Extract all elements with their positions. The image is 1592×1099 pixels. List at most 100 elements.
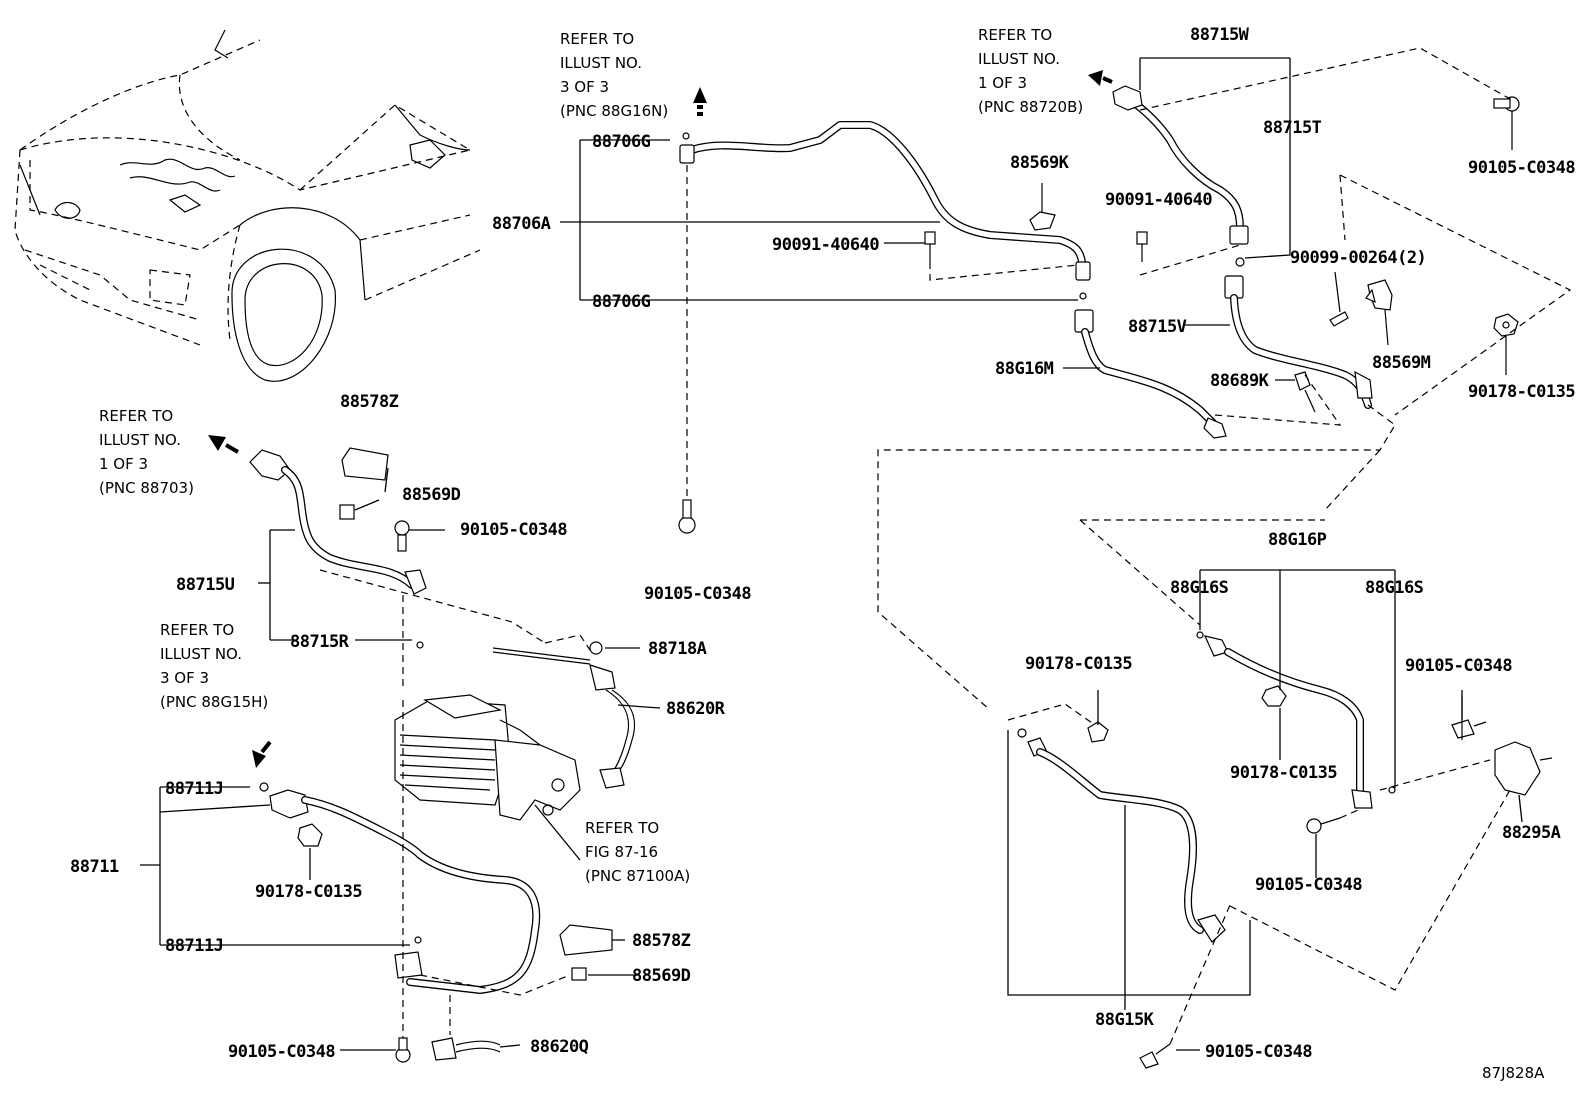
label-90091-40640-center[interactable]: 90091-40640 bbox=[772, 235, 880, 255]
hose-88711 bbox=[259, 782, 541, 994]
bolt-90091-center bbox=[924, 231, 1079, 281]
label-88G15K[interactable]: 88G15K bbox=[1095, 1010, 1155, 1030]
svg-text:ILLUST NO.: ILLUST NO. bbox=[99, 431, 181, 449]
svg-text:3 OF 3: 3 OF 3 bbox=[160, 669, 209, 687]
label-88715W[interactable]: 88715W bbox=[1190, 25, 1250, 45]
svg-text:(PNC 88G15H): (PNC 88G15H) bbox=[160, 693, 268, 711]
label-88715R[interactable]: 88715R bbox=[290, 632, 350, 652]
bolt-90105-br bbox=[1306, 809, 1359, 834]
pipe-88G15K bbox=[1017, 728, 1226, 943]
label-88569K[interactable]: 88569K bbox=[1010, 153, 1070, 173]
label-88715V[interactable]: 88715V bbox=[1128, 317, 1187, 337]
svg-text:(PNC 88703): (PNC 88703) bbox=[99, 479, 194, 497]
label-88G16P[interactable]: 88G16P bbox=[1268, 530, 1327, 550]
nut-90178-right bbox=[1493, 313, 1519, 375]
svg-text:ILLUST NO.: ILLUST NO. bbox=[978, 50, 1060, 68]
label-88569D-bottom[interactable]: 88569D bbox=[632, 966, 691, 986]
label-88620R[interactable]: 88620R bbox=[666, 699, 726, 719]
bolt-90091-right bbox=[1136, 231, 1148, 262]
leader-lines bbox=[140, 57, 1523, 1051]
nut-90178-left bbox=[297, 823, 323, 847]
sleeve-88578Z-top bbox=[341, 447, 389, 481]
clip-88569D-bottom bbox=[571, 967, 587, 981]
label-90105-C0348-left-bottom[interactable]: 90105-C0348 bbox=[228, 1042, 336, 1062]
svg-text:REFER TO: REFER TO bbox=[560, 30, 634, 48]
nut-90178-mid bbox=[1261, 685, 1287, 707]
label-90178-C0135-left[interactable]: 90178-C0135 bbox=[255, 882, 363, 902]
reference-arrows bbox=[208, 70, 1113, 768]
label-90105-C0348-right[interactable]: 90105-C0348 bbox=[1405, 656, 1513, 676]
label-88569D-top[interactable]: 88569D bbox=[402, 485, 461, 505]
label-88715U[interactable]: 88715U bbox=[176, 575, 235, 595]
label-88295A[interactable]: 88295A bbox=[1502, 823, 1561, 843]
label-90105-C0348-left-top[interactable]: 90105-C0348 bbox=[460, 520, 568, 540]
label-90178-C0135-right[interactable]: 90178-C0135 bbox=[1468, 382, 1576, 402]
label-88718A[interactable]: 88718A bbox=[648, 639, 707, 659]
clamp-88689K bbox=[1275, 371, 1316, 413]
svg-text:3 OF 3: 3 OF 3 bbox=[560, 78, 609, 96]
bolt-90105-bottom bbox=[1139, 904, 1231, 1069]
clip-88569D-top bbox=[339, 504, 355, 520]
svg-text:1 OF 3: 1 OF 3 bbox=[978, 74, 1027, 92]
label-88706G-top[interactable]: 88706G bbox=[592, 132, 651, 152]
label-88620Q[interactable]: 88620Q bbox=[530, 1037, 589, 1057]
label-90099-00264[interactable]: 90099-00264(2) bbox=[1290, 248, 1427, 268]
label-88569M[interactable]: 88569M bbox=[1372, 353, 1431, 373]
diagram-id: 87J828A bbox=[1482, 1064, 1545, 1082]
svg-text:(PNC 88G16N): (PNC 88G16N) bbox=[560, 102, 668, 120]
svg-text:REFER TO: REFER TO bbox=[160, 621, 234, 639]
svg-text:REFER TO: REFER TO bbox=[978, 26, 1052, 44]
svg-text:ILLUST NO.: ILLUST NO. bbox=[160, 645, 242, 663]
note-refer-88720B: REFER TO ILLUST NO. 1 OF 3 (PNC 88720B) bbox=[978, 26, 1083, 116]
pipe-88G16M bbox=[1074, 309, 1227, 439]
note-refer-88703: REFER TO ILLUST NO. 1 OF 3 (PNC 88703) bbox=[99, 407, 194, 497]
svg-text:1 OF 3: 1 OF 3 bbox=[99, 455, 148, 473]
label-88G16S-left[interactable]: 88G16S bbox=[1170, 578, 1229, 598]
bolt-90105-left-bottom bbox=[395, 1037, 411, 1063]
label-90091-40640-right[interactable]: 90091-40640 bbox=[1105, 190, 1213, 210]
part-labels: 88706G 88706A 88706G 90091-40640 88569K … bbox=[70, 25, 1576, 1082]
label-88689K[interactable]: 88689K bbox=[1210, 371, 1270, 391]
hose-88715U bbox=[249, 449, 427, 595]
label-88706G-bottom[interactable]: 88706G bbox=[592, 292, 651, 312]
label-90178-C0135-mid-top[interactable]: 90178-C0135 bbox=[1025, 654, 1133, 674]
bolt-90105-r2 bbox=[1451, 695, 1487, 740]
clip-88569K bbox=[1029, 183, 1056, 231]
label-90178-C0135-mid[interactable]: 90178-C0135 bbox=[1230, 763, 1338, 783]
bracket-88569M bbox=[1365, 279, 1393, 346]
svg-text:(PNC 88720B): (PNC 88720B) bbox=[978, 98, 1083, 116]
bolt-90099 bbox=[1329, 271, 1349, 327]
label-90105-C0348-center[interactable]: 90105-C0348 bbox=[644, 584, 752, 604]
label-88G16S-right[interactable]: 88G16S bbox=[1365, 578, 1424, 598]
note-refer-88G16N: REFER TO ILLUST NO. 3 OF 3 (PNC 88G16N) bbox=[560, 30, 668, 120]
bolt-90105-left-top bbox=[394, 520, 410, 552]
label-88715T[interactable]: 88715T bbox=[1263, 118, 1322, 138]
label-88578Z-bottom[interactable]: 88578Z bbox=[632, 931, 691, 951]
label-88711J-bottom[interactable]: 88711J bbox=[165, 936, 224, 956]
label-88711J-top[interactable]: 88711J bbox=[165, 779, 224, 799]
label-88706A[interactable]: 88706A bbox=[492, 214, 551, 234]
label-88578Z-top[interactable]: 88578Z bbox=[340, 392, 399, 412]
nut-90178-mc bbox=[1087, 721, 1109, 743]
label-90105-C0348-bottom[interactable]: 90105-C0348 bbox=[1205, 1042, 1313, 1062]
svg-text:FIG 87-16: FIG 87-16 bbox=[585, 843, 658, 861]
sleeve-88578Z-bottom bbox=[559, 924, 613, 956]
vehicle-front-sketch bbox=[14, 29, 481, 382]
pipe-88715V bbox=[1224, 275, 1373, 409]
pipe-88715W bbox=[1112, 85, 1249, 267]
label-88G16M[interactable]: 88G16M bbox=[995, 359, 1054, 379]
label-90105-C0348-top-right[interactable]: 90105-C0348 bbox=[1468, 158, 1576, 178]
pipe-88G16P bbox=[1196, 631, 1396, 809]
note-refer-88G15H: REFER TO ILLUST NO. 3 OF 3 (PNC 88G15H) bbox=[160, 621, 268, 711]
svg-text:ILLUST NO.: ILLUST NO. bbox=[560, 54, 642, 72]
hose-88620Q bbox=[431, 1037, 501, 1061]
bracket-88295A bbox=[1494, 741, 1553, 796]
svg-text:REFER TO: REFER TO bbox=[585, 819, 659, 837]
oil-cooler-assembly bbox=[394, 694, 581, 821]
label-90105-C0348-bottom-right[interactable]: 90105-C0348 bbox=[1255, 875, 1363, 895]
label-88711[interactable]: 88711 bbox=[70, 857, 119, 877]
bolt-90105-center bbox=[678, 499, 696, 534]
bolt-90105-top-right bbox=[1493, 96, 1520, 150]
pipe-88706A bbox=[679, 121, 1091, 300]
